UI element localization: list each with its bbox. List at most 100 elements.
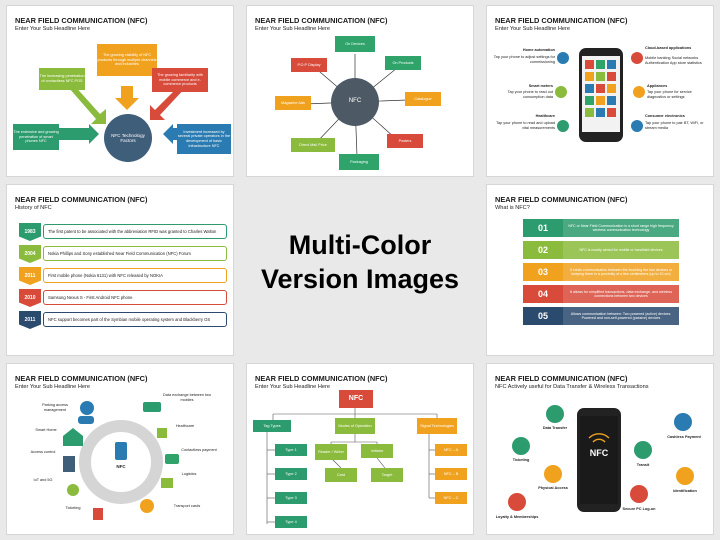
slide-subtitle: Enter Your Sub Headline Here	[255, 384, 330, 390]
tree-signal-3: NFC – C	[435, 492, 467, 504]
app-right-heading-2: Appliances	[647, 83, 668, 88]
tree-mode-3: Card	[325, 468, 357, 482]
slide-subtitle: NFC Actively useful for Data Transfer & …	[495, 384, 649, 390]
secure-pc-icon	[630, 485, 648, 503]
slide-subtitle: What is NFC?	[495, 205, 530, 211]
what-item-text: It allows for simplified transactions, d…	[563, 285, 679, 303]
phone-illustration	[555, 48, 645, 142]
data-exchange-icon	[143, 402, 161, 412]
hub-node-5: Packaging	[339, 154, 379, 170]
slide-nfc-useful[interactable]: NEAR FIELD COMMUNICATION (NFC) NFC Activ…	[486, 363, 714, 535]
slide-subtitle: Enter Your Sub Headline Here	[15, 26, 90, 32]
healthcare-icon	[157, 428, 167, 438]
history-year-tag: 2010	[19, 289, 41, 307]
slide-title: NEAR FIELD COMMUNICATION (NFC)	[495, 374, 628, 383]
slide-nfc-applications[interactable]: NEAR FIELD COMMUNICATION (NFC) Enter You…	[486, 5, 714, 177]
caption-line-2: Version Images	[260, 264, 460, 295]
hub-node-2: On Products	[385, 56, 421, 70]
slide-title: NEAR FIELD COMMUNICATION (NFC)	[255, 374, 388, 383]
what-number: 04	[523, 285, 563, 303]
history-item-text: First mobile phone (Nokia 6131) with NFC…	[43, 268, 227, 283]
factor-box-5: Investment increased by several private …	[177, 124, 231, 154]
what-item-text: Allows communication between: Two powere…	[563, 307, 679, 325]
tree-type-4: Type 4	[275, 516, 307, 528]
slide-title: NEAR FIELD COMMUNICATION (NFC)	[15, 374, 148, 383]
hub-spokes	[304, 54, 408, 157]
arrow-1	[59, 124, 99, 144]
history-item-text: Samsung Nexus S - First Android NFC phon…	[43, 290, 227, 305]
slide-title: NEAR FIELD COMMUNICATION (NFC)	[495, 16, 628, 25]
useful-center-label: NFC	[589, 447, 609, 458]
cashless-payment-icon	[674, 413, 692, 431]
iot-icon	[67, 484, 79, 496]
app-right-text-1: Mobile banking Social networks Authentic…	[645, 56, 702, 65]
identification-icon	[676, 467, 694, 485]
tree-branch-signals: Signal Technologies	[417, 418, 457, 434]
ring-right-4: Logistics	[181, 471, 197, 476]
what-item-text: NFC is mostly aimed for mobile or handhe…	[563, 241, 679, 259]
app-right-text-2: Tap your phone for service diagnostics o…	[647, 90, 692, 99]
slide-subtitle: Enter Your Sub Headline Here	[495, 26, 570, 32]
app-left-heading-3: Healthcare	[535, 113, 555, 118]
ring-right-3: Contactless payment	[181, 447, 217, 452]
hub-node-3: Catalogue	[405, 92, 441, 106]
ticket-icon	[93, 508, 103, 520]
app-left-text-3: Tap your phone to read and upload vital …	[496, 121, 555, 130]
tree-signal-1: NFC – A	[435, 444, 467, 456]
slide-nfc-tree[interactable]: NEAR FIELD COMMUNICATION (NFC) Enter You…	[246, 363, 474, 535]
what-item-text: NFC or Near Field Communication is a sho…	[563, 219, 679, 237]
ticketing-icon	[512, 437, 530, 455]
factor-box-4: The growing familiarity with mobile comm…	[152, 68, 208, 92]
app-left-heading-1: Home automation	[522, 47, 555, 52]
ring-right-2: Healthcare	[175, 423, 195, 428]
app-left-text-1: Tap your phone to adjust settings for co…	[493, 55, 555, 64]
appliance-icon	[633, 86, 645, 98]
what-item-text: It exists communication between the touc…	[563, 263, 679, 281]
useful-label-6: Transit	[636, 462, 650, 467]
loyalty-icon	[508, 493, 526, 511]
app-left-heading-2: Smart meters	[528, 83, 553, 88]
parking-icon	[80, 401, 94, 415]
useful-label-3: Physical Access	[538, 485, 568, 490]
what-number: 02	[523, 241, 563, 259]
history-year-tag: 2004	[19, 245, 41, 263]
gear-badges	[508, 405, 694, 511]
app-right-text-3: Tap your phone to pair BT, WiFi, or stre…	[645, 121, 704, 130]
ring-left-3: Access control	[30, 449, 56, 454]
useful-label-8: Secure PC Log-on	[622, 506, 656, 511]
useful-label-7: Identification	[673, 488, 697, 493]
arrow-3	[115, 86, 139, 110]
health-icon	[557, 120, 569, 132]
factors-center-label: NFC Technology Factors	[111, 132, 145, 144]
slide-what-is-nfc[interactable]: NEAR FIELD COMMUNICATION (NFC) What is N…	[486, 184, 714, 356]
slide-nfc-history[interactable]: NEAR FIELD COMMUNICATION (NFC) History o…	[6, 184, 234, 356]
nfc-phone-icon	[115, 442, 127, 460]
data-transfer-icon	[546, 405, 564, 423]
useful-illustration	[508, 405, 694, 512]
ring-diagram	[63, 401, 179, 520]
slide-title: NEAR FIELD COMMUNICATION (NFC)	[255, 16, 388, 25]
what-number: 05	[523, 307, 563, 325]
factor-box-3: The growing visibility of NFC products t…	[97, 44, 157, 76]
tree-mode-1: Reader / Writer	[315, 444, 347, 460]
slide-title: NEAR FIELD COMMUNICATION (NFC)	[15, 195, 148, 204]
caption-line-1: Multi-Color	[288, 230, 432, 260]
cloud-icon	[631, 52, 643, 64]
history-year-tag: 1983	[19, 223, 41, 241]
history-year-tag: 2011	[19, 267, 41, 285]
home-icon	[557, 52, 569, 64]
tree-type-3: Type 3	[275, 492, 307, 504]
slide-title: NEAR FIELD COMMUNICATION (NFC)	[495, 195, 628, 204]
app-right-heading-1: Cloud-based applications	[645, 45, 692, 50]
home-icon	[63, 428, 83, 446]
tree-type-2: Type 2	[275, 468, 307, 480]
history-item-text: Nokia Phillips and Sony established Near…	[43, 246, 227, 261]
slide-nfc-factors[interactable]: NEAR FIELD COMMUNICATION (NFC) Enter You…	[6, 5, 234, 177]
app-right-heading-3: Consumer electronics	[645, 113, 685, 118]
tree-type-1: Type 1	[275, 444, 307, 456]
slide-nfc-hub[interactable]: NEAR FIELD COMMUNICATION (NFC) Enter You…	[246, 5, 474, 177]
logistics-icon	[161, 478, 173, 488]
transport-icon	[140, 499, 154, 513]
history-year-tag: 2011	[19, 311, 41, 329]
slide-nfc-uses-ring[interactable]: NEAR FIELD COMMUNICATION (NFC) Enter You…	[6, 363, 234, 535]
